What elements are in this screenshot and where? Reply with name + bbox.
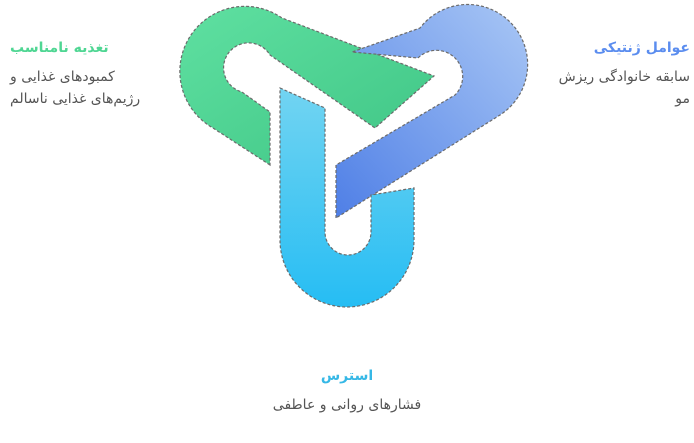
factor-genetic-line-1: سابقه خانوادگی ریزش — [558, 69, 690, 85]
green-loop — [179, 5, 436, 167]
factor-nutrition-line-1: کمبودهای غذایی و — [10, 69, 115, 85]
factor-stress: استرس فشارهای روانی و عاطفی — [197, 368, 497, 416]
factor-nutrition: تغذیه نامناسب کمبودهای غذایی و رژیم‌های … — [10, 40, 160, 110]
blue-loop — [335, 3, 529, 220]
cyan-loop — [279, 87, 415, 308]
factor-genetic-line-2: مو — [675, 91, 690, 107]
factor-nutrition-line-2: رژیم‌های غذایی ناسالم — [10, 91, 141, 107]
factor-nutrition-title: تغذیه نامناسب — [10, 40, 109, 56]
factor-stress-line-1: فشارهای روانی و عاطفی — [272, 397, 422, 413]
factor-genetic: عوامل ژنتیکی سابقه خانوادگی ریزش مو — [540, 40, 690, 110]
factor-genetic-title: عوامل ژنتیکی — [593, 40, 690, 56]
factor-stress-title: استرس — [320, 368, 374, 384]
